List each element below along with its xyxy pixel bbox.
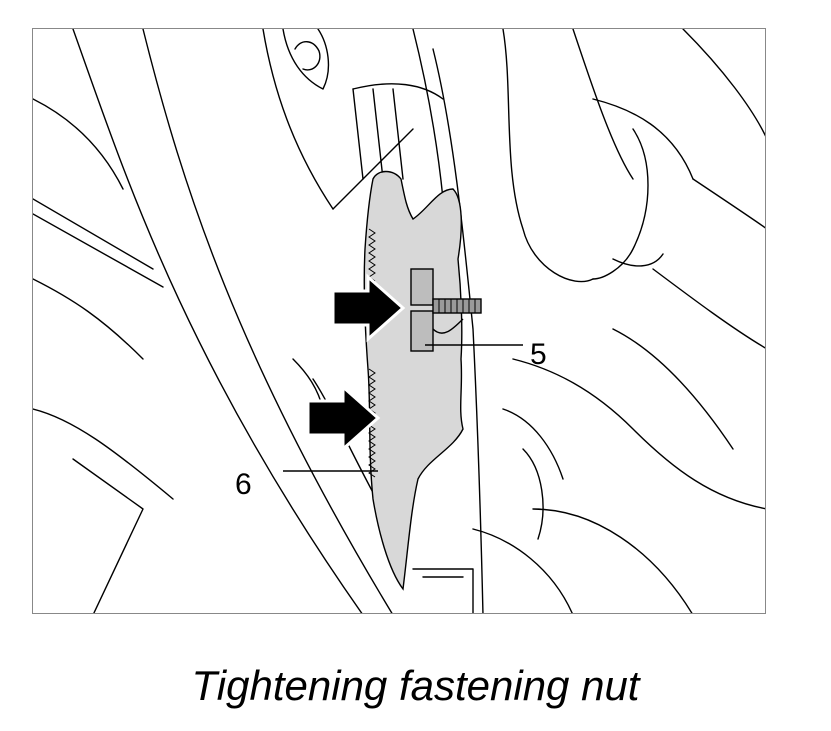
background-linework: [33, 29, 765, 613]
arrow-lower: [306, 383, 381, 453]
callout-label-6: 6: [235, 468, 252, 501]
callout-label-5: 5: [530, 338, 547, 371]
arrow-upper: [331, 273, 406, 343]
figure-caption: Tightening fastening nut: [191, 662, 640, 709]
bracket-part-6: [363, 170, 464, 591]
illustration-frame: [32, 28, 766, 614]
fastening-nut-5: [410, 268, 482, 352]
technical-illustration: [33, 29, 765, 613]
